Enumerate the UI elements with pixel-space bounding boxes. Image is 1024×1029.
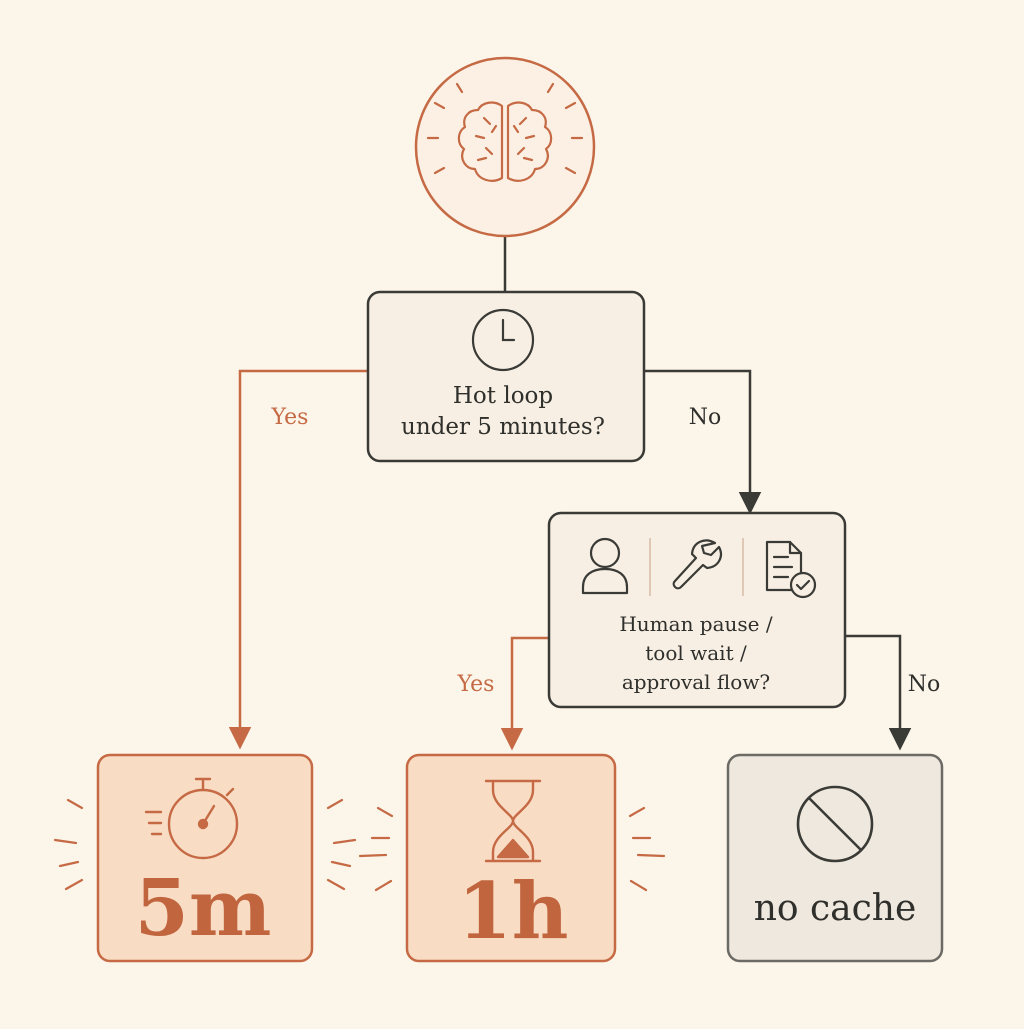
decision1-line2: under 5 minutes? [401, 414, 605, 440]
clock-icon [471, 308, 535, 372]
brain-icon [426, 82, 584, 182]
person-icon [581, 537, 629, 595]
decision2-yes-label: Yes [457, 672, 495, 697]
hourglass-icon [484, 779, 542, 863]
connector-no-to-nocache [845, 634, 912, 751]
decision2-line3: approval flow? [622, 670, 770, 694]
burst-lines-5m [53, 798, 357, 891]
outcome-5m: 5m [96, 753, 314, 963]
decision1-yes-label: Yes [271, 405, 309, 430]
document-check-icon [765, 540, 817, 599]
decision2-no-label: No [908, 672, 941, 697]
decision1-line1: Hot loop [453, 383, 553, 409]
burst-lines-1h [358, 806, 666, 892]
outcome-5m-label: 5m [135, 863, 272, 954]
connector-no-to-decision2 [644, 369, 762, 515]
decision-human-pause: Human pause / tool wait / approval flow? [547, 511, 847, 709]
wrench-icon [672, 539, 723, 590]
decision1-no-label: No [689, 405, 722, 430]
outcome-no-cache-label: no cache [754, 888, 917, 929]
connector-yes-to-1h [500, 636, 549, 751]
decision-hot-loop: Hot loop under 5 minutes? [366, 290, 646, 463]
outcome-1h: 1h [405, 753, 617, 963]
decision2-line1: Human pause / [619, 612, 773, 636]
connector-yes-to-5m [228, 369, 368, 750]
outcome-no-cache: no cache [726, 753, 944, 963]
decision2-line2: tool wait / [645, 641, 747, 665]
prohibited-icon [796, 785, 874, 863]
stopwatch-icon [144, 777, 239, 860]
root-node [414, 56, 596, 238]
outcome-1h-label: 1h [458, 866, 569, 957]
